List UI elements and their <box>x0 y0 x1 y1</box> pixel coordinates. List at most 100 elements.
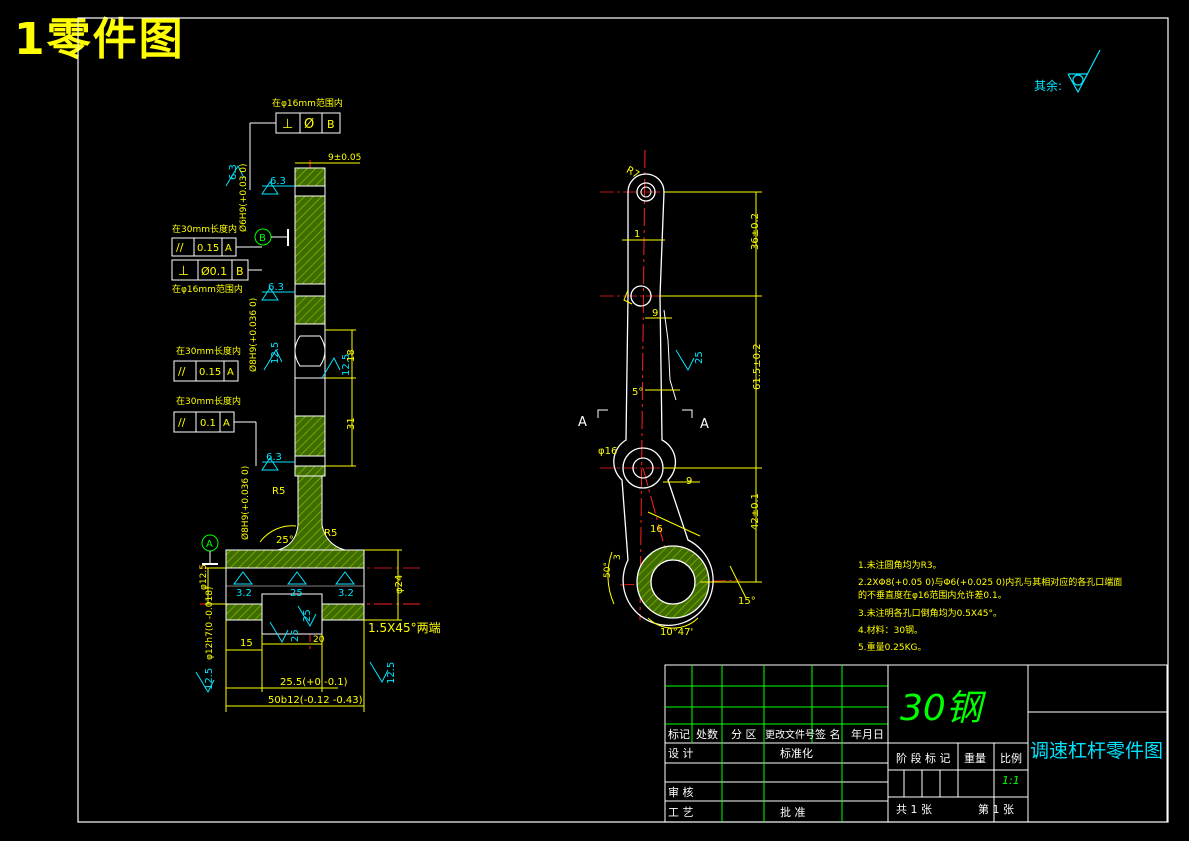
svg-text:6.3: 6.3 <box>266 452 282 463</box>
svg-text:25: 25 <box>302 609 313 622</box>
datum-a-marker: A <box>201 534 219 565</box>
drawing-border <box>77 17 1169 823</box>
svg-text:12.5: 12.5 <box>204 668 215 690</box>
tb-gongyi: 工 艺 <box>668 806 694 819</box>
tb-pizhun: 批 准 <box>780 805 806 819</box>
dim-d12-5: φ12.5 <box>199 564 209 590</box>
tb-total-sheets: 共 1 张 <box>896 803 932 816</box>
svg-text:0.15: 0.15 <box>197 243 219 254</box>
note-line-2: 2.2XΦ8(+0.05 0)与Φ6(+0.025 0)内孔与其相对应的各孔口端… <box>858 576 1122 588</box>
roughness-hole1: 6.3 <box>261 176 295 195</box>
svg-text:12.5: 12.5 <box>270 342 281 364</box>
tb-scale: 1:1 <box>1002 774 1020 787</box>
angle-15: 15° <box>738 596 756 607</box>
dim-bore-12h7: φ12h7(0 -0.018) <box>205 587 215 660</box>
dim-36: 36±0.2 <box>750 213 761 250</box>
radius-r7: R7 <box>624 165 641 181</box>
tb-bili: 比例 <box>1000 751 1022 765</box>
svg-text:Ø0.1: Ø0.1 <box>201 265 227 278</box>
note-line-1: 1.未注圆角均为R3。 <box>858 559 942 571</box>
drawing-heading: 1零件图 <box>14 14 185 65</box>
right-front-view: R7 1 36±0.2 61.5±0.2 42±0.1 9 25 5° A A … <box>578 149 763 638</box>
note-perp-range-top: 在φ16mm范围内 <box>272 97 343 109</box>
datum-ref: B <box>327 118 335 131</box>
roughness-hole2: 6.3 <box>261 282 295 301</box>
note-30mm-a: 在30mm长度内 <box>172 223 237 235</box>
note-30mm-b: 在30mm长度内 <box>176 345 241 357</box>
tb-chushu: 处数 <box>696 728 718 741</box>
dim-9-upper: 9 <box>652 308 658 319</box>
tb-sheet-no: 第 1 张 <box>978 802 1014 816</box>
tb-sheji: 设 计 <box>668 747 694 760</box>
note-16mm-b: 在φ16mm范围内 <box>172 283 243 295</box>
note-line-6: 5.重量0.25KG。 <box>858 641 927 653</box>
svg-text:25: 25 <box>694 351 705 364</box>
perpendicularity-frame-2: ⊥ Ø0.1 B <box>171 259 249 281</box>
radius-r5-right: R5 <box>324 528 337 539</box>
dim-d16: φ16 <box>598 446 617 457</box>
perpendicularity-symbol: ⊥ <box>282 117 293 132</box>
svg-text://: // <box>176 241 184 254</box>
svg-text:A: A <box>223 418 230 429</box>
svg-text:A: A <box>227 367 234 378</box>
tb-qianming: 签 名 <box>815 727 841 741</box>
roughness-rest-symbol: 其余: <box>1034 49 1101 94</box>
dim-61-5: 61.5±0.2 <box>752 343 763 390</box>
tb-zhongliang: 重量 <box>964 751 986 765</box>
svg-text://: // <box>178 416 186 429</box>
dim-1: 1 <box>634 229 640 240</box>
svg-text:6.3: 6.3 <box>228 164 239 180</box>
section-marker-a: A A <box>578 409 709 432</box>
dim-15: 15 <box>240 638 253 649</box>
svg-text:A: A <box>206 539 213 550</box>
tb-jieduan: 阶 段 标 记 <box>896 751 951 765</box>
svg-text:⊥: ⊥ <box>178 264 189 279</box>
radius-r5-left: R5 <box>272 486 285 497</box>
material-label: 30钢 <box>900 688 987 729</box>
chamfer-note: 1.5X45°两端 <box>368 621 441 635</box>
parallelism-frame-3: // 0.15 A <box>173 360 239 382</box>
svg-text:6.3: 6.3 <box>270 176 286 187</box>
dim-20: 20 <box>313 635 325 645</box>
tb-nianyueri: 年月日 <box>851 727 884 741</box>
dim-50b12: 50b12(-0.12 -0.43) <box>268 695 363 706</box>
roughness-top: 6.3 <box>225 164 245 187</box>
note-line-3: 的不垂直度在φ16范围内允许差0.1。 <box>858 589 1007 601</box>
roughness-hole3: 6.3 <box>261 452 295 471</box>
svg-text:A: A <box>225 243 232 254</box>
dim-31: 31 <box>346 417 357 430</box>
dim-hole-8h9-lower: Ø8H9(+0.036 0) <box>240 466 251 540</box>
svg-text:3.2: 3.2 <box>236 588 252 599</box>
svg-text:B: B <box>259 233 266 244</box>
dim-hole-6h9: Ø6H9(+0.03 0) <box>238 164 249 233</box>
tb-biaoji: 标记 <box>668 727 690 741</box>
roughness-bore: 25 25 <box>269 605 317 644</box>
tb-biaozhunhua: 标准化 <box>780 746 813 760</box>
dim-25-5: 25.5(+0 -0.1) <box>280 677 348 688</box>
dim-16: 16 <box>650 524 663 535</box>
tb-fenqu: 分 区 <box>731 728 757 741</box>
roughness-rest-label: 其余: <box>1034 78 1062 93</box>
tb-genggai: 更改文件号 <box>765 728 815 741</box>
datum-b-marker: B <box>254 228 289 246</box>
parallelism-frame-4: // 0.1 A <box>173 411 235 433</box>
svg-text:6.3: 6.3 <box>268 282 284 293</box>
svg-text:A: A <box>578 415 587 430</box>
svg-text://: // <box>178 365 186 378</box>
angle-25: 25° <box>276 535 294 546</box>
svg-text:0.15: 0.15 <box>199 367 221 378</box>
roughness-slot: 12.5 12.5 <box>263 342 352 379</box>
geometric-tolerance-frame-top: ⊥ Ø B <box>275 112 341 134</box>
svg-text:B: B <box>236 265 244 278</box>
left-section-view: 在φ16mm范围内 ⊥ Ø B 9±0.05 6.3 6.3 Ø6H9(+0.0… <box>171 97 441 712</box>
dim-d24: φ24 <box>394 575 405 594</box>
dim-9-lower: 9 <box>686 476 692 487</box>
svg-text:25: 25 <box>290 629 301 642</box>
dim-3: 3 <box>613 554 623 560</box>
dim-5deg: 5° <box>632 387 643 398</box>
svg-text:12.5: 12.5 <box>341 354 352 376</box>
tolerance-value: Ø <box>304 117 314 132</box>
angle-10-47: 10°47' <box>660 627 693 638</box>
parallelism-frame-1: // 0.15 A <box>171 237 237 257</box>
